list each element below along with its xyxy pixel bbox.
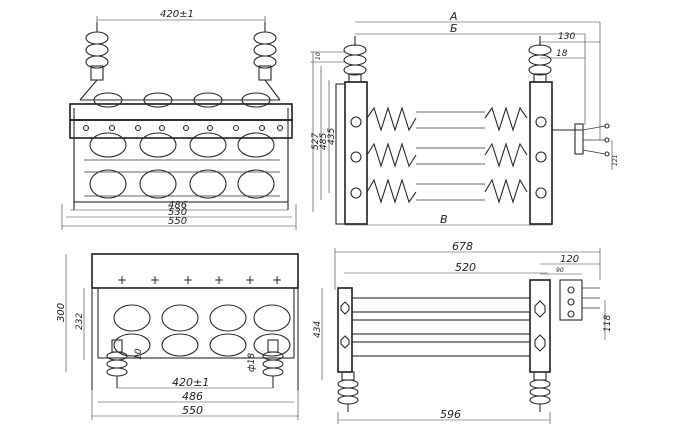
main-plate [69, 119, 293, 139]
dim-420-top: 420±1 [160, 9, 194, 20]
dim-435: 435 [327, 128, 337, 145]
frame-bl [97, 287, 295, 359]
dim-420-bl: 420±1 [172, 376, 209, 389]
dim-B: Б [450, 22, 458, 35]
insulator-bl-right [262, 339, 284, 388]
dim-A: A [449, 10, 458, 23]
svg-text:+: + [183, 273, 193, 287]
coils [84, 92, 280, 199]
insulator-bl-left [106, 339, 128, 388]
dim-18: 18 [556, 49, 568, 59]
dim-10-bl: 10 [134, 348, 144, 360]
dim-434: 434 [313, 321, 323, 338]
view-bottom-right: 678 520 120 90 [313, 240, 613, 424]
dim-120: 120 [560, 254, 579, 265]
terminal-br [559, 279, 600, 321]
bolts [82, 124, 284, 132]
dim-550-bl: 550 [182, 404, 203, 417]
dim-485: 485 [319, 133, 329, 150]
coil-springs [366, 106, 528, 204]
insulator-tr-right [528, 36, 552, 83]
dim-10: 10 [315, 52, 322, 60]
dim-486-top: 486 [168, 200, 187, 211]
dim-90: 90 [556, 267, 564, 274]
terminal-block [552, 123, 610, 157]
dim-678: 678 [452, 240, 473, 253]
resistor-bars [351, 297, 531, 357]
svg-text:+: + [272, 273, 282, 287]
coils-bl [113, 304, 291, 357]
dim-486-bl: 486 [182, 390, 203, 403]
svg-text:+: + [214, 273, 224, 287]
insulator-left [79, 22, 109, 101]
post-br-right [529, 279, 551, 373]
dim-130: 130 [558, 32, 575, 42]
svg-text:+: + [150, 273, 160, 287]
dim-118: 118 [603, 315, 613, 332]
post-left [344, 81, 368, 225]
insulator-br-left [337, 371, 359, 412]
dim-596: 596 [440, 408, 461, 421]
dim-527: 527 [311, 133, 321, 150]
svg-text:+: + [245, 273, 255, 287]
svg-text:+: + [117, 273, 127, 287]
dim-520: 520 [455, 261, 476, 274]
insulator-right [253, 22, 281, 101]
insulator-tr-left [343, 36, 367, 83]
dim-phi18: ф18 [247, 353, 257, 372]
post-right [529, 81, 553, 225]
post-br-left [337, 287, 353, 373]
dim-232: 232 [75, 313, 85, 330]
dim-300: 300 [56, 303, 67, 322]
insulator-br-right [529, 371, 551, 412]
plus-marks: + + + + + + [117, 273, 282, 287]
view-top-left: 420±1 486 530 550 [61, 9, 297, 230]
view-top-right: A Б 130 18 [310, 10, 619, 226]
view-bottom-left: + + + + + + [56, 253, 299, 420]
dim-V: В [440, 213, 448, 226]
dim-121: 121 [612, 155, 619, 166]
dim-550-top: 550 [168, 216, 187, 227]
dim-530-top: 530 [168, 207, 187, 218]
